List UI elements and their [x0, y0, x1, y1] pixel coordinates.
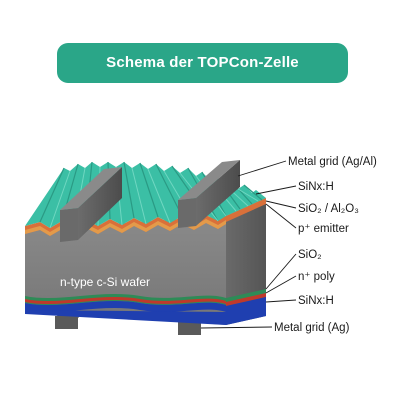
- label-sio2: SiO₂: [298, 249, 322, 261]
- metal-grid-top: [60, 160, 240, 242]
- label-metal-grid-bottom: Metal grid (Ag): [274, 322, 350, 334]
- label-p-emitter: p⁺ emitter: [298, 223, 349, 235]
- leader-lines: [200, 160, 297, 329]
- page-title: Schema der TOPCon-Zelle: [57, 43, 348, 83]
- label-metal-grid-top: Metal grid (Ag/Al): [288, 156, 377, 168]
- label-sinx-top: SiNx:H: [298, 181, 334, 193]
- label-n-poly: n⁺ poly: [298, 271, 335, 283]
- label-sinx-bottom: SiNx:H: [298, 295, 334, 307]
- label-sio2-al2o3: SiO₂ / Al₂O₃: [298, 203, 359, 215]
- wafer-label: n-type c-Si wafer: [60, 275, 150, 289]
- rear-layer-stack: [25, 289, 266, 325]
